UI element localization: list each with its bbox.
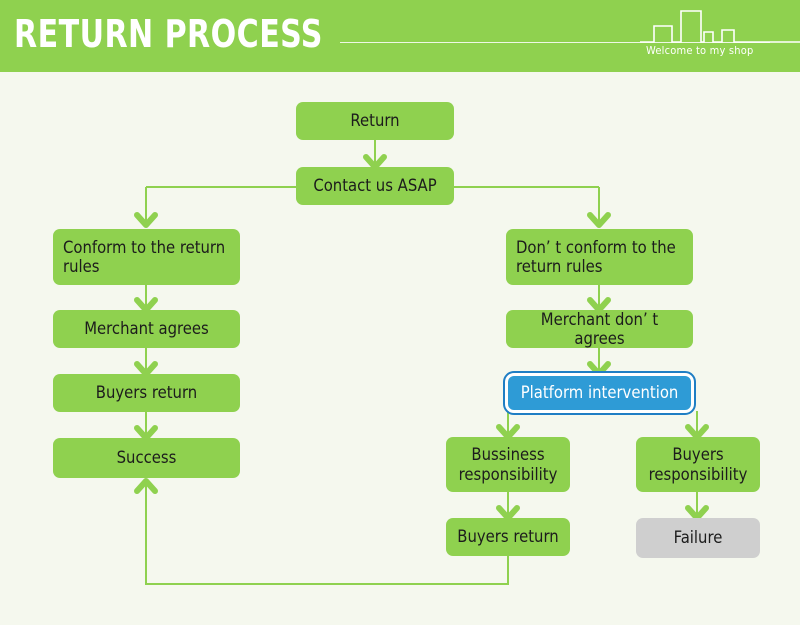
node-business-responsibility-label: Bussiness responsibility (458, 445, 558, 484)
node-contact-us-asap-label: Contact us ASAP (313, 176, 437, 196)
node-return-label: Return (350, 111, 400, 131)
node-buyers-return-right[interactable]: Buyers return (446, 518, 570, 556)
node-merchant-not-agrees-label: Merchant don’ t agrees (540, 309, 659, 348)
node-success-label: Success (116, 448, 177, 468)
flowchart-canvas: Return Contact us ASAP Conform to the re… (0, 72, 800, 625)
header-tagline: Welcome to my shop (646, 44, 754, 57)
node-return[interactable]: Return (296, 102, 454, 140)
node-platform-intervention-label: Platform intervention (520, 383, 679, 403)
node-buyers-responsibility-label: Buyers responsibility (648, 445, 748, 484)
node-conform-rules-label: Conform to the return rules (63, 237, 226, 276)
node-buyers-return-right-label: Buyers return (457, 527, 559, 547)
node-not-conform-rules-label: Don’ t conform to the return rules (516, 237, 676, 276)
node-contact-us-asap[interactable]: Contact us ASAP (296, 167, 454, 205)
node-merchant-agrees-label: Merchant agrees (84, 319, 209, 339)
node-merchant-agrees[interactable]: Merchant agrees (53, 310, 240, 348)
node-business-responsibility[interactable]: Bussiness responsibility (446, 437, 570, 492)
node-success[interactable]: Success (53, 438, 240, 478)
city-skyline-icon (640, 10, 800, 43)
edge-loopback-to-success (145, 484, 509, 585)
page-header: RETURN PROCESS Welcome to my shop (0, 0, 800, 72)
node-buyers-return-left-label: Buyers return (95, 383, 198, 403)
header-divider-line (340, 42, 770, 43)
node-buyers-return-left[interactable]: Buyers return (53, 374, 240, 412)
node-not-conform-rules[interactable]: Don’ t conform to the return rules (506, 229, 693, 285)
node-failure[interactable]: Failure (636, 518, 760, 558)
arrowhead-loopback-to-success (134, 478, 158, 494)
page-title: RETURN PROCESS (14, 12, 323, 56)
node-platform-intervention[interactable]: Platform intervention (503, 371, 696, 415)
node-failure-label: Failure (673, 528, 723, 548)
node-conform-rules[interactable]: Conform to the return rules (53, 229, 240, 285)
arrowhead-branch-left (134, 212, 158, 228)
node-merchant-not-agrees[interactable]: Merchant don’ t agrees (506, 310, 693, 348)
arrowhead-branch-right (587, 212, 611, 228)
node-buyers-responsibility[interactable]: Buyers responsibility (636, 437, 760, 492)
